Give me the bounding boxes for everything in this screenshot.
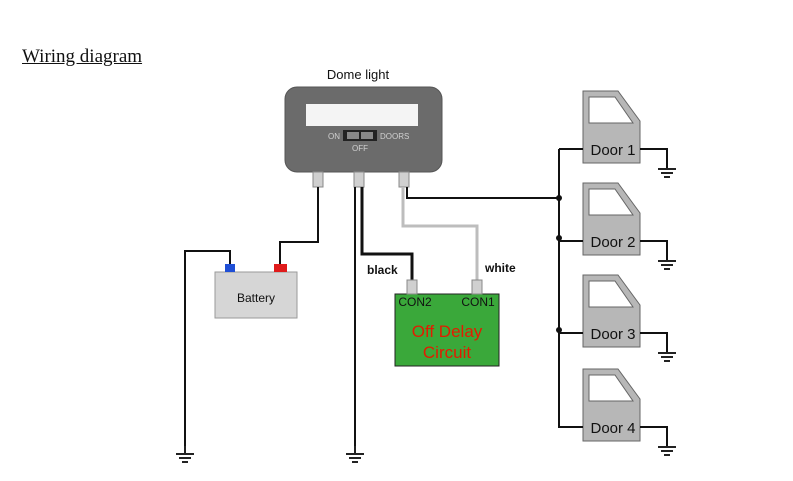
junction-dot: [556, 195, 562, 201]
switch-on-label: ON: [328, 132, 340, 141]
door-label: Door 1: [590, 142, 635, 159]
battery-negative-terminal: [225, 264, 235, 272]
ground-symbol: [175, 445, 195, 463]
junction-dot: [556, 235, 562, 241]
door-label: Door 3: [590, 326, 635, 343]
dome-light-switch-knob: [347, 132, 359, 139]
switch-off-label: OFF: [352, 144, 368, 153]
door-label: Door 4: [590, 420, 635, 437]
switch-doors-label: DOORS: [380, 132, 409, 141]
battery-body: [214, 271, 298, 319]
con2-label: CON2: [398, 295, 432, 309]
wire-black: [360, 187, 414, 280]
door-window: [588, 96, 634, 124]
wire-dome-to-doors: [406, 187, 559, 199]
off-delay-circuit: CON2 CON1 Off Delay Circuit: [394, 279, 500, 367]
door-window: [588, 188, 634, 216]
wire-white: [401, 187, 479, 280]
door-window: [588, 374, 634, 402]
wire-dome-to-battery-positive: [279, 187, 319, 264]
door-label: Door 2: [590, 234, 635, 251]
door-ground-wire: [640, 148, 668, 169]
door-ground-wire: [640, 240, 668, 261]
dome-light-switch: [343, 130, 377, 141]
con1-terminal: [471, 279, 483, 295]
dome-light-label: Dome light: [327, 67, 390, 82]
door-1: Door 1: [559, 90, 676, 178]
con1-label: CON1: [461, 295, 495, 309]
con2-terminal: [406, 279, 418, 295]
circuit-title-line2: Circuit: [423, 343, 471, 362]
black-wire-label: black: [367, 263, 398, 277]
battery-positive-terminal: [274, 264, 287, 272]
battery-label: Battery: [237, 291, 275, 305]
door-window: [588, 280, 634, 308]
battery: Battery: [214, 264, 298, 319]
dome-light-lens: [306, 104, 418, 126]
white-wire-label: white: [484, 261, 516, 275]
door-ground-wire: [640, 332, 668, 353]
door-4: Door 4: [559, 368, 676, 456]
door-ground-wire: [640, 426, 668, 447]
door-3: Door 3: [559, 274, 676, 362]
junction-dot: [556, 327, 562, 333]
door-2: Door 2: [559, 182, 676, 270]
dome-terminal-middle: [353, 171, 365, 188]
diagram-title: Wiring diagram: [22, 46, 143, 67]
ground-symbol: [345, 445, 365, 463]
circuit-title-line1: Off Delay: [412, 322, 483, 341]
circuit-body: [394, 293, 500, 367]
dome-light-switch-knob-2: [361, 132, 373, 139]
wire-battery-negative-to-ground: [184, 250, 231, 446]
dome-terminal-left: [312, 171, 324, 188]
dome-terminal-right: [398, 171, 410, 188]
doors: Door 1 Door 2 Door 3 Door 4: [559, 90, 676, 456]
dome-light: ON OFF DOORS: [284, 86, 443, 188]
dome-light-body: [284, 86, 443, 173]
